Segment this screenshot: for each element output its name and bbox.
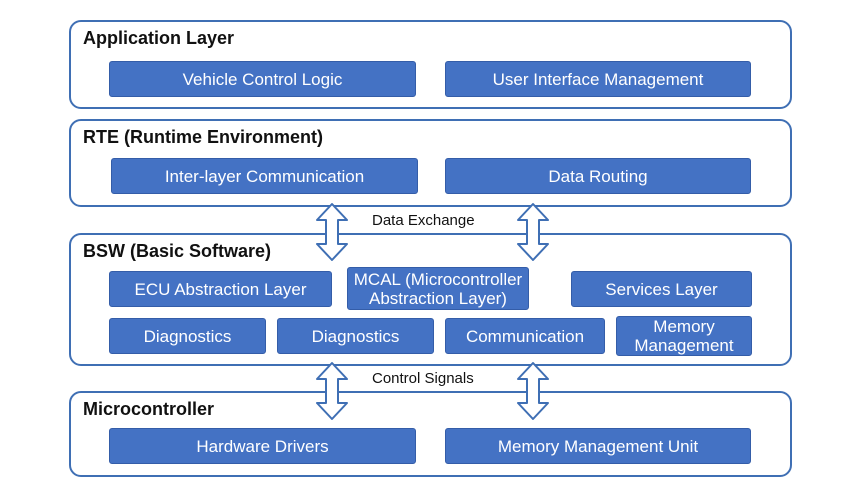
data-routing-box: Data Routing xyxy=(445,158,751,194)
inter-layer-communication-box: Inter-layer Communication xyxy=(111,158,418,194)
vehicle-control-logic-box: Vehicle Control Logic xyxy=(109,61,416,97)
microcontroller-layer: Microcontroller Hardware Drivers Memory … xyxy=(69,391,792,477)
data-exchange-label: Data Exchange xyxy=(368,212,479,229)
double-arrow-icon xyxy=(517,362,549,420)
user-interface-management-box: User Interface Management xyxy=(445,61,751,97)
diagnostics-box-1: Diagnostics xyxy=(109,318,266,354)
double-arrow-icon xyxy=(316,362,348,420)
bsw-layer-title: BSW (Basic Software) xyxy=(83,241,272,261)
control-signals-label: Control Signals xyxy=(368,370,478,387)
bsw-layer: BSW (Basic Software) ECU Abstraction Lay… xyxy=(69,233,792,366)
services-layer-box: Services Layer xyxy=(571,271,752,307)
ecu-abstraction-layer-box: ECU Abstraction Layer xyxy=(109,271,332,307)
memory-management-box: Memory Management xyxy=(616,316,752,356)
diagnostics-box-2: Diagnostics xyxy=(277,318,434,354)
double-arrow-icon xyxy=(316,203,348,261)
memory-management-unit-box: Memory Management Unit xyxy=(445,428,751,464)
communication-box: Communication xyxy=(445,318,605,354)
application-layer-title: Application Layer xyxy=(83,28,235,48)
rte-layer: RTE (Runtime Environment) Inter-layer Co… xyxy=(69,119,792,207)
microcontroller-layer-title: Microcontroller xyxy=(83,399,215,419)
hardware-drivers-box: Hardware Drivers xyxy=(109,428,416,464)
double-arrow-icon xyxy=(517,203,549,261)
rte-layer-title: RTE (Runtime Environment) xyxy=(83,127,324,147)
mcal-box: MCAL (Microcontroller Abstraction Layer) xyxy=(347,267,529,310)
application-layer: Application Layer Vehicle Control Logic … xyxy=(69,20,792,109)
